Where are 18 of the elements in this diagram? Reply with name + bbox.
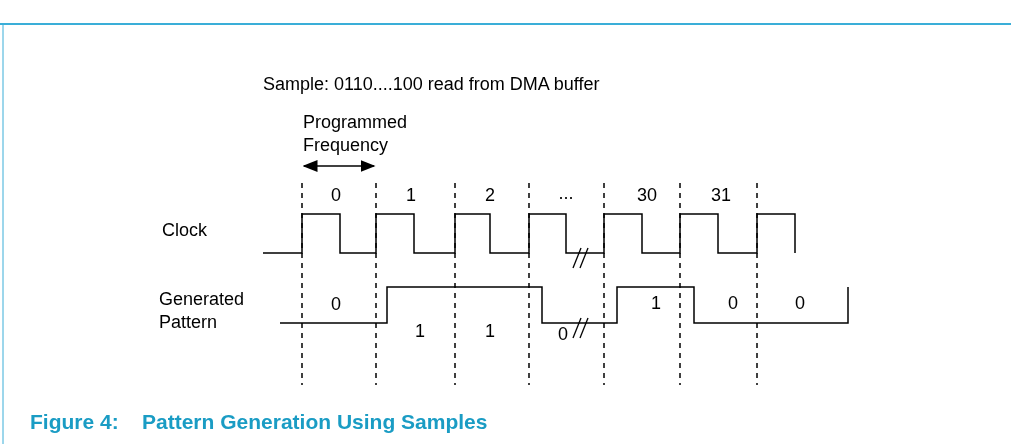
figure-caption: Figure 4: Pattern Generation Using Samples	[30, 410, 488, 434]
bit-value: 0	[558, 322, 568, 346]
dimension-label: Programmed Frequency	[303, 111, 409, 158]
clock-cycle-number: 30	[637, 183, 657, 207]
clock-cycle-number: 31	[711, 183, 731, 207]
bit-value: 1	[415, 319, 425, 343]
heading-text: Sample: 0110....100 read from DMA buffer	[263, 73, 600, 96]
clock-cycle-number: 1	[406, 183, 416, 207]
clock-cycle-number: 0	[331, 183, 341, 207]
clock-cycle-number: ...	[558, 181, 574, 205]
bit-value: 1	[651, 291, 661, 315]
bit-value: 0	[795, 291, 805, 315]
bit-value: 0	[728, 291, 738, 315]
clock-cycle-number: 2	[485, 183, 495, 207]
bit-value: 0	[331, 292, 341, 316]
signal-name: Generated Pattern	[159, 288, 246, 335]
signal-name: Clock	[162, 219, 207, 242]
bit-value: 1	[485, 319, 495, 343]
